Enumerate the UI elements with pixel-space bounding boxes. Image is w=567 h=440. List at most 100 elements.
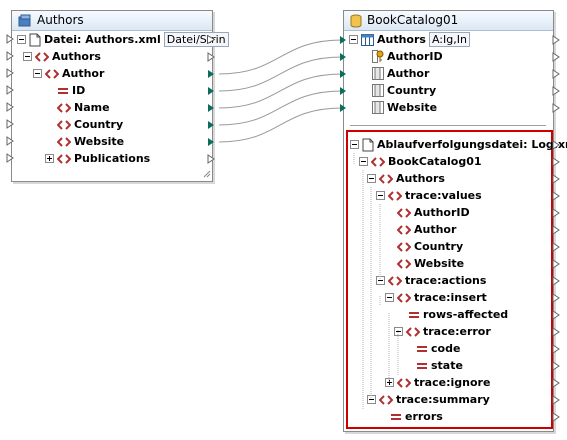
trace-node-rows-affected[interactable]: rows-affected	[408, 306, 508, 323]
collapse-toggle[interactable]	[359, 157, 368, 166]
connection-name-author	[218, 73, 343, 109]
expand-toggle[interactable]	[45, 154, 54, 163]
element-icon	[45, 68, 59, 79]
collapse-toggle[interactable]	[376, 191, 385, 200]
source-node-authors[interactable]: Authors	[23, 48, 101, 65]
element-icon	[388, 275, 402, 286]
connection-country-country	[218, 90, 343, 126]
file-mode-badge[interactable]: Datei/Strin	[163, 32, 229, 47]
trace-node-v-website[interactable]: Website	[397, 255, 464, 272]
node-label: Authors	[52, 50, 101, 63]
element-icon	[57, 102, 71, 113]
source-title-bar[interactable]: Authors	[12, 11, 212, 31]
element-icon	[406, 326, 420, 337]
element-icon	[388, 190, 402, 201]
element-icon	[379, 394, 393, 405]
target-component[interactable]: BookCatalog01	[343, 10, 554, 432]
trace-node-authors[interactable]: Authors	[367, 170, 445, 187]
column-icon	[372, 67, 384, 80]
node-label: trace:ignore	[414, 376, 491, 389]
trace-node-v-country[interactable]: Country	[397, 238, 463, 255]
source-output-arrows	[207, 52, 215, 164]
collapse-toggle[interactable]	[350, 140, 359, 149]
node-label: Country	[74, 118, 124, 131]
source-file-label: Datei: Authors.xml	[44, 33, 161, 46]
node-label: trace:summary	[396, 393, 490, 406]
expand-toggle[interactable]	[385, 378, 394, 387]
node-label: AuthorID	[414, 206, 470, 219]
trace-node-summary[interactable]: trace:summary	[367, 391, 490, 408]
trace-node-v-authorid[interactable]: AuthorID	[397, 204, 470, 221]
trace-node-errors[interactable]: errors	[390, 408, 443, 425]
target-table-row[interactable]: Authors A:Ig,In	[349, 31, 470, 48]
element-icon	[57, 136, 71, 147]
target-field-authorid[interactable]: AuthorID	[372, 48, 443, 65]
target-field-author[interactable]: Author	[372, 65, 429, 82]
primary-key-icon	[372, 50, 384, 63]
table-action-badge[interactable]: A:Ig,In	[428, 32, 470, 47]
trace-node-error[interactable]: trace:error	[394, 323, 491, 340]
source-component[interactable]: Authors	[11, 10, 213, 182]
node-label: Country	[414, 240, 464, 253]
trace-node-state[interactable]: state	[416, 357, 463, 374]
trace-file-label: Ablaufverfolgungsdatei: Log.xml	[377, 138, 567, 151]
collapse-toggle[interactable]	[33, 69, 42, 78]
file-output-arrow[interactable]	[207, 35, 215, 44]
file-icon	[29, 33, 41, 46]
collapse-toggle[interactable]	[394, 327, 403, 336]
source-node-name[interactable]: Name	[57, 99, 110, 116]
node-label: Authors	[396, 172, 445, 185]
trace-file-row[interactable]: Ablaufverfolgungsdatei: Log.xml	[350, 136, 567, 153]
table-icon	[361, 33, 374, 46]
source-node-country[interactable]: Country	[57, 116, 123, 133]
column-icon	[372, 84, 384, 97]
node-label: trace:error	[423, 325, 491, 338]
collapse-toggle[interactable]	[23, 52, 32, 61]
trace-node-bookcatalog[interactable]: BookCatalog01	[359, 153, 482, 170]
element-icon	[397, 258, 411, 269]
element-icon	[379, 173, 393, 184]
collapse-toggle[interactable]	[385, 293, 394, 302]
target-input-arrows	[340, 36, 346, 112]
source-file-row[interactable]: Datei: Authors.xml Datei/Strin	[17, 31, 229, 48]
source-node-id[interactable]: ID	[57, 82, 85, 99]
attribute-icon	[416, 345, 428, 353]
target-title-bar[interactable]: BookCatalog01	[344, 11, 553, 31]
trace-node-actions[interactable]: trace:actions	[376, 272, 486, 289]
target-output-arrows	[552, 35, 560, 113]
trace-node-insert[interactable]: trace:insert	[385, 289, 487, 306]
trace-node-values[interactable]: trace:values	[376, 187, 482, 204]
node-label: errors	[405, 410, 443, 423]
trace-highlight-box	[346, 130, 553, 429]
field-label: Country	[387, 84, 437, 97]
trace-node-code[interactable]: code	[416, 340, 460, 357]
attribute-icon	[57, 87, 69, 95]
element-icon	[397, 224, 411, 235]
trace-node-ignore[interactable]: trace:ignore	[385, 374, 490, 391]
connection-author-author	[218, 39, 343, 75]
source-node-author[interactable]: Author	[33, 65, 104, 82]
node-label: ID	[72, 84, 86, 97]
element-icon	[397, 377, 411, 388]
column-icon	[372, 101, 384, 114]
collapse-toggle[interactable]	[349, 35, 358, 44]
node-label: Name	[74, 101, 110, 114]
source-node-publications[interactable]: Publications	[45, 150, 150, 167]
target-title: BookCatalog01	[367, 13, 459, 27]
xml-component-icon	[18, 14, 31, 26]
node-label: code	[431, 342, 461, 355]
field-label: AuthorID	[387, 50, 443, 63]
target-field-country[interactable]: Country	[372, 82, 436, 99]
trace-node-v-author[interactable]: Author	[397, 221, 456, 238]
element-icon	[57, 119, 71, 130]
source-node-website[interactable]: Website	[57, 133, 124, 150]
collapse-toggle[interactable]	[17, 35, 26, 44]
node-label: Website	[414, 257, 465, 270]
collapse-toggle[interactable]	[367, 174, 376, 183]
database-icon	[350, 14, 362, 28]
element-icon	[397, 292, 411, 303]
resize-grip-icon[interactable]	[203, 170, 211, 178]
node-label: BookCatalog01	[388, 155, 482, 168]
target-field-website[interactable]: Website	[372, 99, 437, 116]
